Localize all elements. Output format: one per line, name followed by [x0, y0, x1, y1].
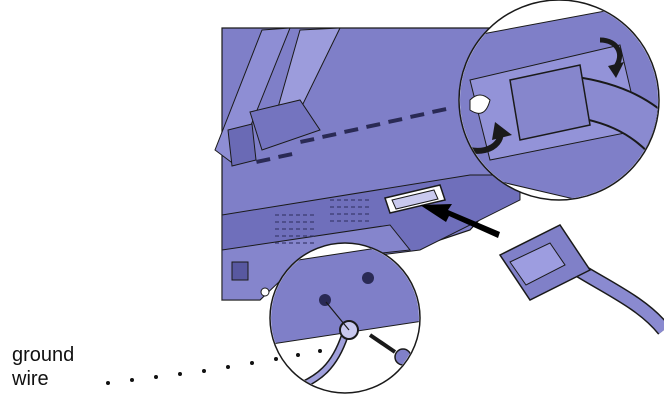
perforation-row — [256, 107, 447, 164]
cable-connector — [498, 224, 664, 335]
detail-ground-wire-magnifier — [269, 242, 421, 394]
paper-guide — [214, 27, 341, 167]
insert-arrow-icon — [420, 204, 500, 238]
printer-parallel-port — [384, 184, 446, 214]
ground-wire-label: ground wire — [12, 343, 74, 391]
ground-wire-leader — [106, 349, 322, 385]
printer-body — [214, 27, 521, 301]
ground-wire-label-line1: ground — [12, 344, 75, 366]
detail-clip-magnifier — [458, 0, 660, 201]
ground-wire-label-line2: wire — [12, 368, 49, 390]
